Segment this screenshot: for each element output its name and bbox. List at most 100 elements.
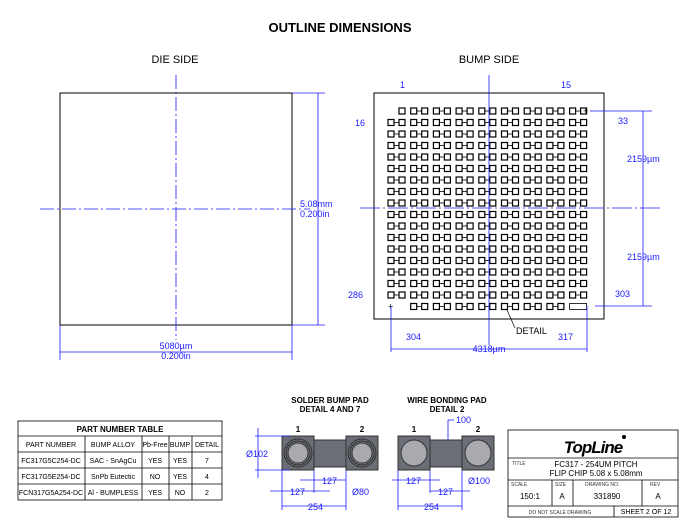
solder-pad-subtitle: DETAIL 4 AND 7 [300, 405, 361, 414]
part-number-table [17, 420, 223, 501]
bump-pad-pair [523, 233, 542, 242]
bump-pad-pair [432, 187, 451, 196]
corner-fiducial-icon: + [583, 106, 588, 116]
bump-pad-pair [546, 245, 565, 253]
bump-pad-pair [387, 176, 406, 184]
bump-pad-pair [523, 291, 542, 299]
table-cell: FC317G5C254-DC [21, 458, 81, 465]
bump-pad-pair [455, 199, 474, 207]
bump-pad-pair [387, 118, 406, 127]
table-cell: SAC - SnAgCu [90, 458, 137, 465]
bump-pad-pair [523, 130, 542, 138]
bump-pad-pair [546, 268, 565, 276]
table-cell: YES [148, 490, 162, 497]
bump-pad-pair [432, 256, 451, 265]
table-header: BUMP [170, 442, 191, 449]
bump-pad-pair [432, 291, 451, 299]
bump-pad-pair [500, 107, 520, 115]
bump-pad-pair [410, 176, 429, 184]
size-value: A [559, 492, 565, 501]
bump-pad-pair [410, 233, 429, 242]
title-line-1: FC317 - 254UM PITCH [554, 460, 637, 469]
bump-pad-pair [523, 187, 542, 196]
table-cell: 7 [205, 458, 209, 465]
title-label: TITLE [512, 461, 526, 467]
bump-pad-pair [432, 118, 451, 127]
bump-pad-pair [500, 176, 520, 184]
bump-pad-pair [568, 233, 588, 242]
bump-pad-pair [500, 302, 520, 311]
bump-pad-pair [523, 164, 542, 173]
solder-pad-title: SOLDER BUMP PAD [291, 396, 369, 405]
bump-pad-pair [455, 210, 474, 219]
bump-pad-pair [410, 187, 429, 196]
solder-pad-2-label: 2 [360, 425, 365, 434]
bump-pad-pair [478, 279, 497, 288]
wire-pad-dim-254: 254 [424, 502, 439, 512]
bump-pad-pair [568, 176, 588, 184]
bump-pad-pair [410, 130, 429, 138]
bump-pad-pair [455, 107, 474, 115]
table-cell: NO [150, 474, 161, 481]
bump-pad-pair [546, 153, 565, 161]
bump-pad-pair [568, 199, 588, 207]
dim-width-4318: 4318µm [473, 344, 506, 354]
solder-pad-dim-127-bottom: 127 [290, 487, 305, 497]
bump-pad-pair [387, 153, 406, 161]
bump-pad-pair [387, 141, 406, 150]
bump-pad-pair [432, 302, 451, 311]
bump-pad-pair [387, 279, 406, 288]
bump-pad-pair [455, 222, 474, 230]
table-cell: SnPb Eutectic [91, 474, 135, 481]
bump-pad-pair [546, 141, 565, 150]
bump-pad-pair [546, 187, 565, 196]
bump-pad-pair [387, 245, 406, 253]
pin-label-286: 286 [348, 290, 363, 300]
wire-pad-dim-127-top: 127 [406, 476, 421, 486]
bump-pad-pair [523, 176, 542, 184]
bump-pad-pair [500, 233, 520, 242]
bump-pad-pair [455, 153, 474, 161]
table-cell: NO [175, 490, 186, 497]
table-cell: FCN317G5A254-DC [19, 490, 83, 497]
table-header: BUMP ALLOY [91, 442, 136, 449]
title-line-2: FLIP CHIP 5.08 x 5.08mm [549, 469, 642, 478]
table-cell: YES [148, 458, 162, 465]
table-header: Pb-Free [142, 442, 167, 449]
bump-pad-pair [432, 279, 451, 288]
bump-pad-pair [523, 268, 542, 276]
table-cell: 4 [205, 474, 209, 481]
solder-pad-dia-80: Ø80 [352, 487, 369, 497]
bump-pad-pair [523, 210, 542, 219]
bump-pad-pair [500, 222, 520, 230]
pin-label-304: 304 [406, 332, 421, 342]
bump-pad-pair [455, 176, 474, 184]
bump-pad-pair [523, 107, 542, 115]
bump-pad-pair [410, 279, 429, 288]
bump-pad-pair [568, 268, 588, 276]
table-cell: 2 [205, 490, 209, 497]
pin-label-15: 15 [561, 80, 571, 90]
topline-logo: TopLine [564, 438, 623, 457]
bump-pad-pair [523, 245, 542, 253]
bump-pad-pair [432, 141, 451, 150]
bump-pad-pair [387, 210, 406, 219]
bump-pad-pair [568, 210, 588, 219]
bump-side-label: BUMP SIDE [459, 54, 519, 66]
detail-callout: DETAIL [516, 326, 547, 336]
drawing-no-value: 331890 [594, 492, 621, 501]
solder-pad-dim-254: 254 [308, 502, 323, 512]
bump-pad-pair [546, 302, 565, 311]
bump-pad-pair [568, 107, 588, 115]
bump-pad-pair [387, 130, 406, 138]
bump-pad-pair [455, 245, 474, 253]
pin-label-1: 1 [400, 80, 405, 90]
bump-pad-pair [568, 118, 588, 127]
solder-pad-1-label: 1 [296, 425, 301, 434]
bump-pad-pair [568, 130, 588, 138]
bump-pad-pair [568, 245, 588, 253]
bump-pad-pair [523, 279, 542, 288]
sheet-number: SHEET 2 OF 12 [621, 509, 672, 516]
bump-pad-pair [546, 233, 565, 242]
bump-pad-pair [546, 130, 565, 138]
